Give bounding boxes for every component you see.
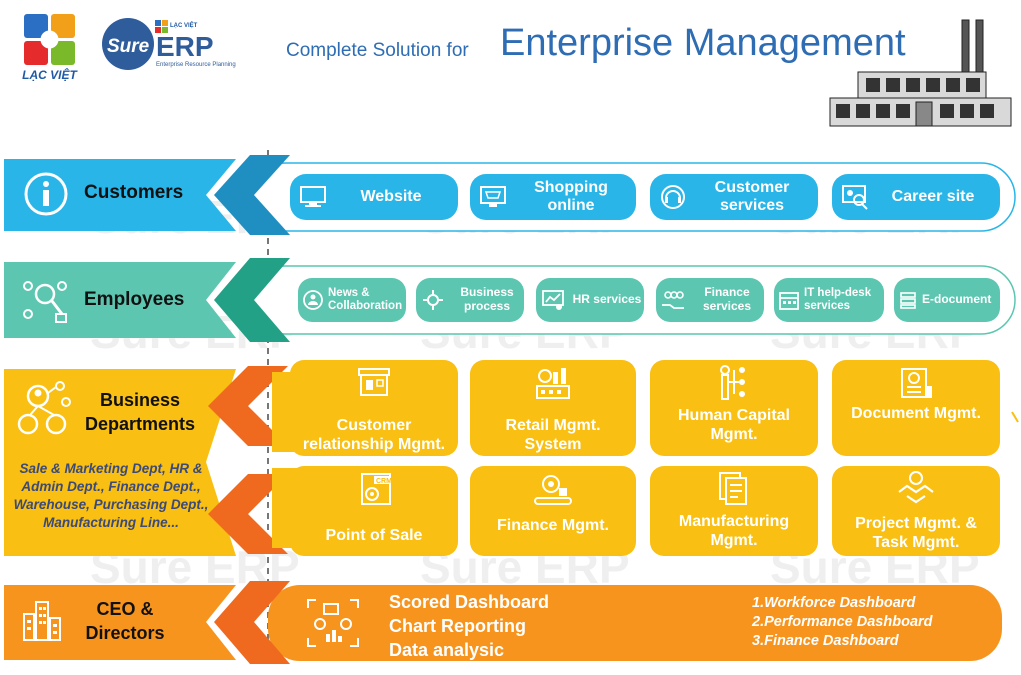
sure-small-text: LẠC VIỆT — [170, 21, 198, 29]
people-tree-icon — [650, 364, 818, 402]
lacviet-wordmark: LẠC VIỆT — [22, 68, 77, 82]
employees-label: Employees — [84, 289, 185, 310]
gear-process-icon — [416, 289, 450, 311]
ceo-feature-item: Chart Reporting — [389, 616, 526, 636]
org-network-icon — [17, 381, 71, 435]
retail-mgmt-card[interactable]: Retail Mgmt. System — [470, 360, 636, 456]
header-title: Enterprise Management — [500, 22, 906, 64]
collaboration-icon — [298, 289, 328, 311]
dashboard-item[interactable]: 1.Workforce Dashboard — [752, 595, 916, 611]
sure-mark: Sure — [107, 36, 150, 57]
headset-icon — [650, 183, 696, 211]
documents-icon — [650, 470, 818, 506]
hr-chart-icon — [536, 289, 570, 311]
city-buildings-icon — [23, 601, 61, 641]
news-collaboration-card[interactable]: News & Collaboration — [298, 278, 406, 322]
storefront-icon — [290, 366, 458, 398]
shopping-online-card[interactable]: Shopping online — [470, 174, 636, 220]
dashboard-list: 1.Workforce Dashboard 2.Performance Dash… — [752, 594, 933, 651]
ceo-features-list: Scored Dashboard Chart Reporting Data an… — [389, 590, 549, 662]
ceo-feature-item: Data analysic — [389, 640, 505, 660]
monitor-icon — [290, 185, 336, 209]
finance-services-card[interactable]: Finance services — [656, 278, 764, 322]
point-of-sale-card[interactable]: CRM Point of Sale — [290, 466, 458, 556]
ceo-feature-item: Scored Dashboard — [389, 592, 550, 612]
info-icon — [24, 172, 68, 216]
crm-badge-text: CRM — [376, 478, 392, 485]
dashboard-item[interactable]: 3.Finance Dashboard — [752, 633, 899, 649]
document-mgmt-card[interactable]: Document Mgmt. — [832, 360, 1000, 456]
dashboard-analytics-icon — [307, 599, 359, 647]
dashboard-item[interactable]: 2.Performance Dashboard — [752, 614, 933, 630]
finance-mgmt-card[interactable]: Finance Mgmt. — [470, 466, 636, 556]
crm-card[interactable]: Customer relationship Mgmt. — [290, 360, 458, 456]
calendar-icon — [774, 289, 804, 311]
factory-icon — [829, 19, 1012, 127]
career-site-card[interactable]: Career site — [832, 174, 1000, 220]
manufacturing-mgmt-card[interactable]: Manufacturing Mgmt. — [650, 466, 818, 556]
certificate-icon — [832, 366, 1000, 400]
customer-services-card[interactable]: Customer services — [650, 174, 818, 220]
handshake-icon — [832, 470, 1000, 504]
customers-label: Customers — [84, 182, 184, 203]
business-process-card[interactable]: Business process — [416, 278, 524, 322]
departments-note: Sale & Marketing Dept, HR & Admin Dept.,… — [13, 461, 209, 530]
profile-search-icon — [832, 184, 878, 210]
hand-coins-icon — [656, 289, 690, 311]
conveyor-gear-icon — [470, 472, 636, 508]
stack-icon — [894, 290, 922, 310]
project-task-mgmt-card[interactable]: Project Mgmt. & Task Mgmt. — [832, 466, 1000, 556]
erp-wordmark: ERP — [156, 31, 214, 62]
ceo-directors-label: CEO & Directors — [85, 599, 165, 643]
website-card[interactable]: Website — [290, 174, 458, 220]
human-capital-card[interactable]: Human Capital Mgmt. — [650, 360, 818, 456]
header-subtitle: Complete Solution for — [286, 40, 469, 61]
crm-gear-icon: CRM — [290, 472, 458, 508]
team-network-icon — [23, 281, 67, 323]
shop-screen-icon — [470, 185, 516, 209]
it-helpdesk-card[interactable]: IT help-desk services — [774, 278, 884, 322]
business-departments-label: Business Departments — [84, 390, 196, 434]
hr-services-card[interactable]: HR services — [536, 278, 644, 322]
surerp-logo: Sure LẠC VIỆT ERP Enterprise Resource Pl… — [100, 16, 240, 72]
lacviet-logo-icon — [24, 14, 75, 65]
factory-gear-icon — [470, 366, 636, 400]
watermark: Sure ERP — [420, 541, 630, 593]
lacviet-logo: LẠC VIỆT — [22, 12, 77, 82]
e-document-card[interactable]: E-document — [894, 278, 1000, 322]
erp-subtitle: Enterprise Resource Planning — [156, 62, 236, 68]
